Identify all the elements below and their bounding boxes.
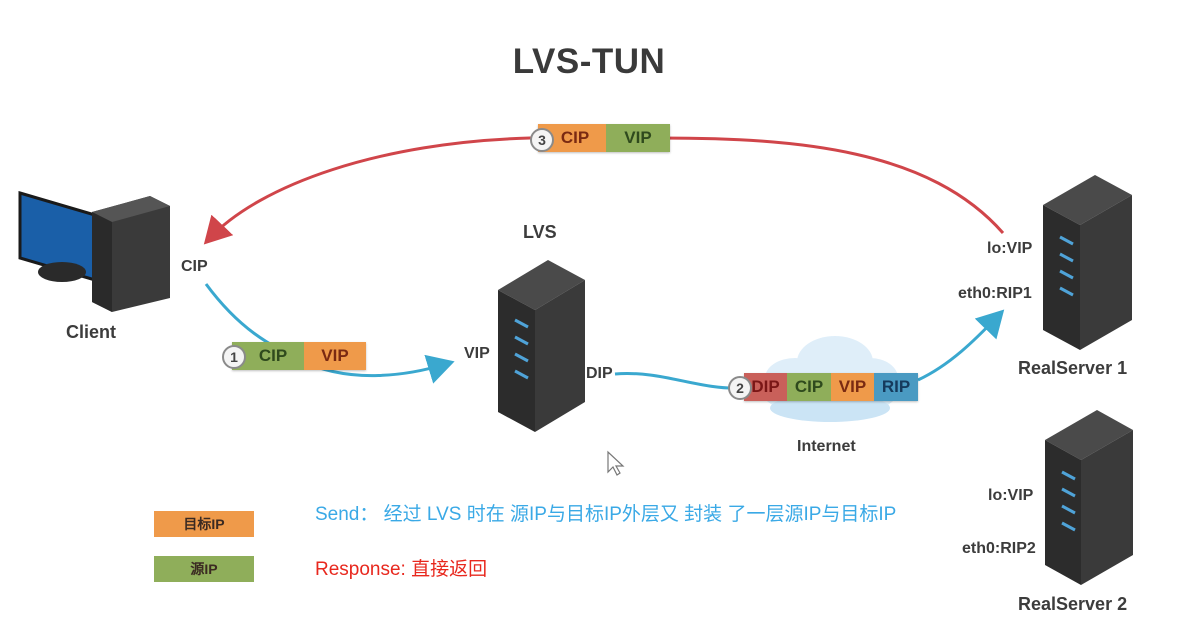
lvs-vip-label: VIP — [464, 345, 490, 362]
step-1-badge: 1 — [222, 345, 246, 369]
packet2-inner-src-field: CIP — [787, 373, 831, 401]
packet-step-3: CIP VIP — [538, 124, 670, 152]
request-arrow-lvs-rs — [614, 316, 998, 390]
packet2-inner-dest-field: VIP — [831, 373, 874, 401]
realserver1-icon — [1043, 175, 1132, 350]
rs2-lo-label: lo:VIP — [988, 487, 1034, 504]
send-note: Send： 经过 LVS 时在 源IP与目标IP外层又 封装 了一层源IP与目标… — [315, 504, 897, 525]
response-arrow — [203, 136, 1005, 245]
legend-dest-ip: 目标IP — [154, 511, 254, 537]
rs2-label: RealServer 2 — [1018, 594, 1128, 614]
packet1-dest-field: VIP — [304, 342, 366, 370]
lvs-server-icon — [498, 260, 585, 432]
response-note: Response: 直接返回 — [315, 559, 488, 580]
diagram-title: LVS-TUN — [512, 42, 666, 81]
packet-step-1: CIP VIP — [232, 342, 366, 370]
client-cip-label: CIP — [181, 258, 208, 275]
packet2-outer-dest-field: RIP — [874, 373, 918, 401]
realserver2-icon — [1045, 410, 1133, 585]
mouse-cursor-icon — [607, 450, 625, 476]
packet3-dest-field: VIP — [606, 124, 670, 152]
packet-step-2: DIP CIP VIP RIP — [744, 373, 918, 401]
internet-label: Internet — [797, 438, 856, 455]
rs1-eth-label: eth0:RIP1 — [958, 285, 1032, 302]
rs2-eth-label: eth0:RIP2 — [962, 540, 1036, 557]
legend-src-ip: 源IP — [154, 556, 254, 582]
step-2-badge: 2 — [728, 376, 752, 400]
rs1-lo-label: lo:VIP — [987, 240, 1033, 257]
rs1-label: RealServer 1 — [1018, 358, 1128, 378]
lvs-label: LVS — [523, 222, 557, 242]
step-3-badge: 3 — [530, 128, 554, 152]
lvs-dip-label: DIP — [586, 365, 613, 382]
client-label: Client — [66, 322, 117, 342]
client-computer-icon — [18, 190, 170, 312]
